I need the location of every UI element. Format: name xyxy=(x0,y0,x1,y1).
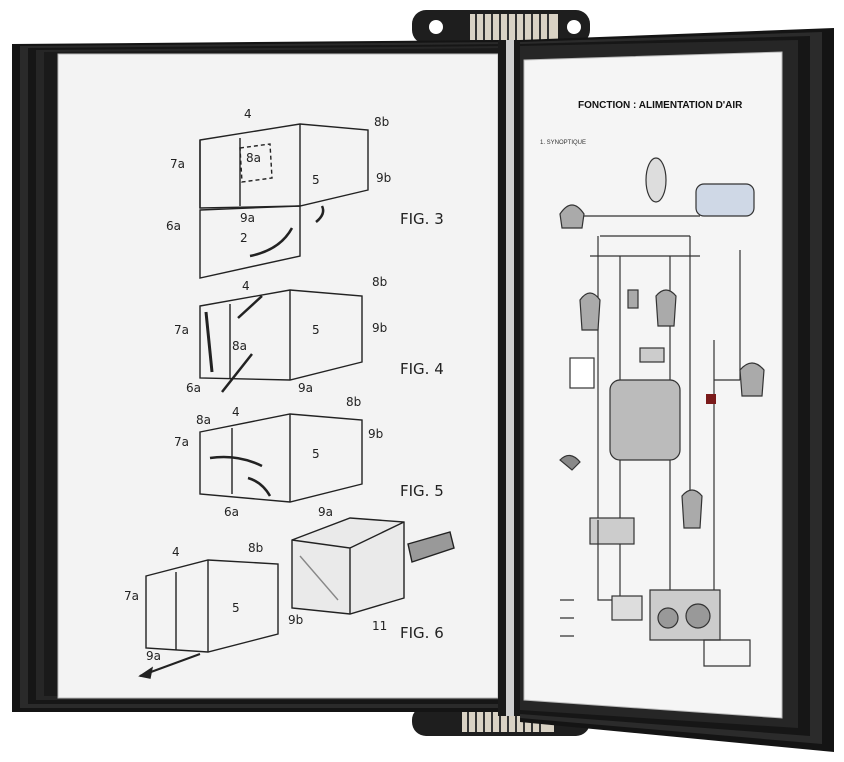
svg-text:11: 11 xyxy=(372,619,387,633)
wall-mount-top xyxy=(412,10,590,44)
svg-text:5: 5 xyxy=(312,447,320,461)
svg-text:8b: 8b xyxy=(248,541,263,555)
svg-text:8b: 8b xyxy=(372,275,387,289)
fig-6-drawing xyxy=(138,517,455,679)
svg-text:5: 5 xyxy=(312,323,320,337)
svg-text:6a: 6a xyxy=(224,505,239,519)
fig-6-part-numbers: 4 8b 7a 5 9b 11 9a xyxy=(124,541,387,663)
fig-4-part-numbers: 4 8b 7a 8a 5 9b 6a 9a xyxy=(174,275,387,395)
svg-text:9a: 9a xyxy=(298,381,313,395)
fig-4-drawing xyxy=(199,289,363,393)
fig-3-label: FIG. 3 xyxy=(400,210,444,228)
svg-text:9b: 9b xyxy=(288,613,303,627)
svg-text:8b: 8b xyxy=(374,115,389,129)
svg-text:9a: 9a xyxy=(146,649,161,663)
svg-text:9b: 9b xyxy=(368,427,383,441)
fig-5-drawing xyxy=(199,413,363,503)
center-hinge xyxy=(498,40,522,716)
svg-text:9b: 9b xyxy=(372,321,387,335)
right-page-section: 1. SYNOPTIQUE xyxy=(540,140,586,146)
fig-5-part-numbers: 8a 4 8b 7a 5 9b 6a 9a xyxy=(174,395,383,519)
svg-text:5: 5 xyxy=(312,173,320,187)
patent-drawings xyxy=(138,123,455,679)
svg-text:2: 2 xyxy=(240,231,248,245)
svg-text:4: 4 xyxy=(172,545,180,559)
svg-text:8a: 8a xyxy=(246,151,261,165)
svg-text:4: 4 xyxy=(232,405,240,419)
svg-text:9a: 9a xyxy=(318,505,333,519)
svg-text:6a: 6a xyxy=(186,381,201,395)
red-marker xyxy=(706,394,716,404)
svg-text:8b: 8b xyxy=(346,395,361,409)
svg-text:5: 5 xyxy=(232,601,240,615)
svg-text:7a: 7a xyxy=(174,323,189,337)
air-supply-schematic xyxy=(559,157,765,667)
svg-text:9b: 9b xyxy=(376,171,391,185)
fig-5-label: FIG. 5 xyxy=(400,482,444,500)
svg-text:9a: 9a xyxy=(240,211,255,225)
right-page-title: FONCTION : ALIMENTATION D'AIR xyxy=(578,100,743,111)
svg-text:7a: 7a xyxy=(170,157,185,171)
svg-text:6a: 6a xyxy=(166,219,181,233)
svg-text:4: 4 xyxy=(244,107,252,121)
svg-text:7a: 7a xyxy=(174,435,189,449)
svg-text:7a: 7a xyxy=(124,589,139,603)
svg-text:4: 4 xyxy=(242,279,250,293)
fig-3-drawing xyxy=(199,123,369,279)
fig-6-label: FIG. 6 xyxy=(400,624,444,642)
fig-3-part-numbers: 4 8b 7a 8a 5 9b 6a 9a 2 xyxy=(166,107,391,245)
fig-4-label: FIG. 4 xyxy=(400,360,444,378)
svg-text:8a: 8a xyxy=(196,413,211,427)
svg-text:8a: 8a xyxy=(232,339,247,353)
